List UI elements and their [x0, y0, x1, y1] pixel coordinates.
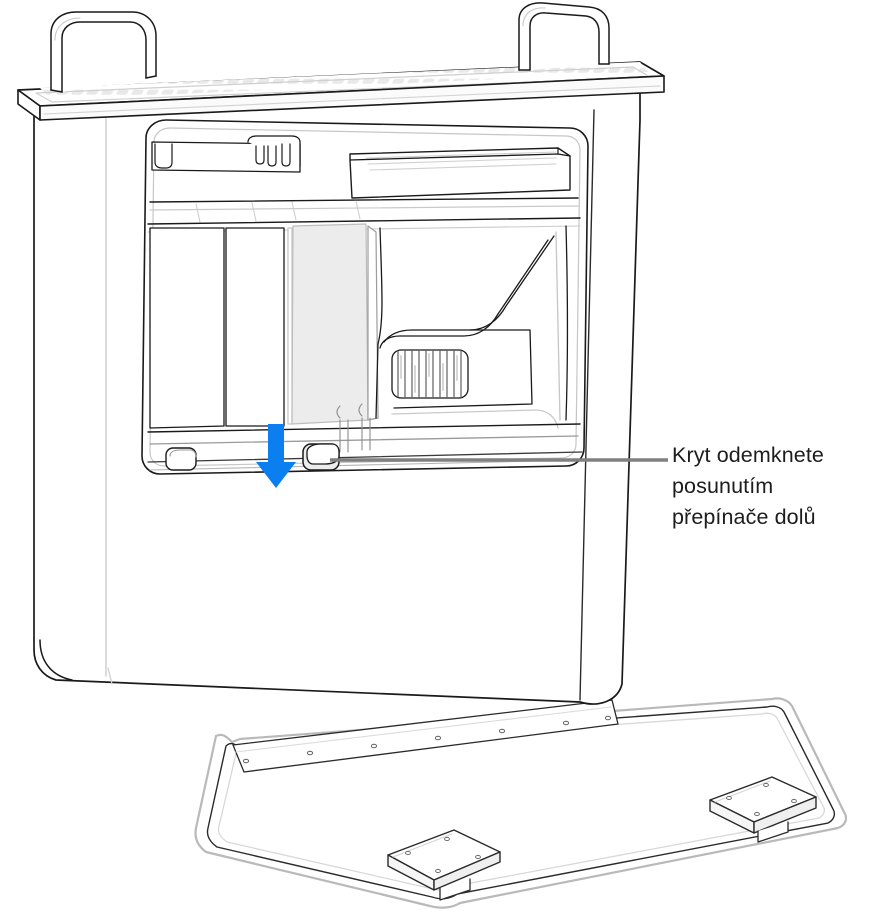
callout-line-2: posunutím: [672, 474, 774, 498]
interior-cavity: [375, 225, 569, 429]
cover-bracket-right: [709, 776, 817, 843]
top-carry-handle-right: [518, 2, 610, 71]
removed-side-cover: [194, 697, 848, 909]
upper-right-module: [349, 147, 571, 199]
callout-line-1: Kryt odemknete: [672, 443, 824, 467]
inner-frame-opening: [141, 119, 589, 475]
secondary-latch[interactable]: [165, 447, 197, 471]
interior-vent-slats: [391, 349, 469, 399]
mac-pro-chassis: [17, 2, 665, 705]
top-carry-handle-left: [50, 11, 157, 93]
pcie-slot-bays: [149, 227, 293, 429]
down-arrow-icon: [256, 424, 296, 488]
top-grille-panel: [17, 61, 665, 121]
cover-hinge-strip: [232, 699, 619, 773]
cover-latch-switch[interactable]: [302, 443, 340, 471]
upper-left-bracket: [151, 135, 301, 173]
cover-bracket-left: [387, 829, 501, 901]
callout-label: Kryt odemknete posunutím přepínače dolů: [672, 440, 880, 533]
callout-line-3: přepínače dolů: [672, 505, 816, 529]
shaded-interior-module: [291, 223, 379, 425]
